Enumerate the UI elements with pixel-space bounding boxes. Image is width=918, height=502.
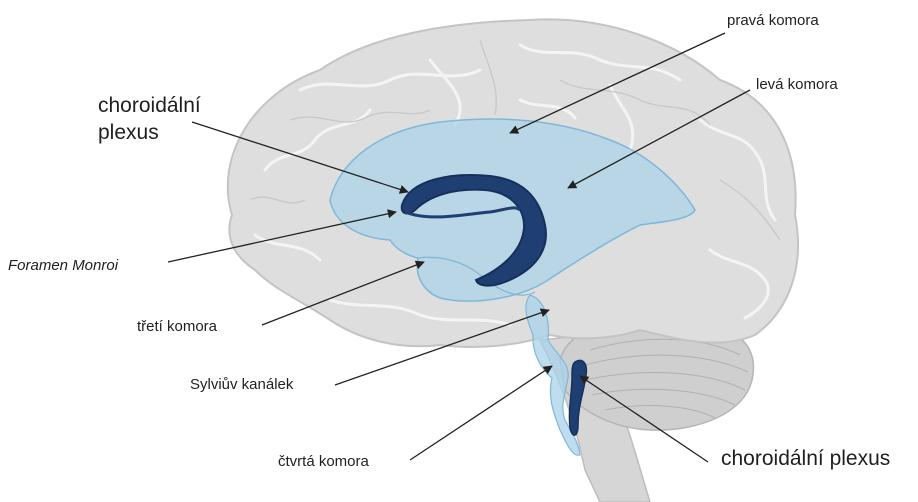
label-prava-komora: pravá komora bbox=[727, 12, 819, 29]
label-ctvrta-komora: čtvrtá komora bbox=[278, 453, 369, 470]
arrow-ctvrta-komora bbox=[410, 366, 552, 460]
label-choroidalni-plexus-bottom: choroidální plexus bbox=[721, 447, 890, 471]
label-choroidalni-plexus-top-line2: plexus bbox=[98, 121, 159, 145]
label-choroidalni-plexus-top-line1: choroidální bbox=[98, 94, 201, 118]
label-sylviuv-kanalek: Sylviův kanálek bbox=[190, 376, 293, 393]
label-leva-komora: levá komora bbox=[756, 76, 838, 93]
label-foramen-monroi: Foramen Monroi bbox=[8, 257, 118, 274]
label-treti-komora: třetí komora bbox=[137, 318, 217, 335]
